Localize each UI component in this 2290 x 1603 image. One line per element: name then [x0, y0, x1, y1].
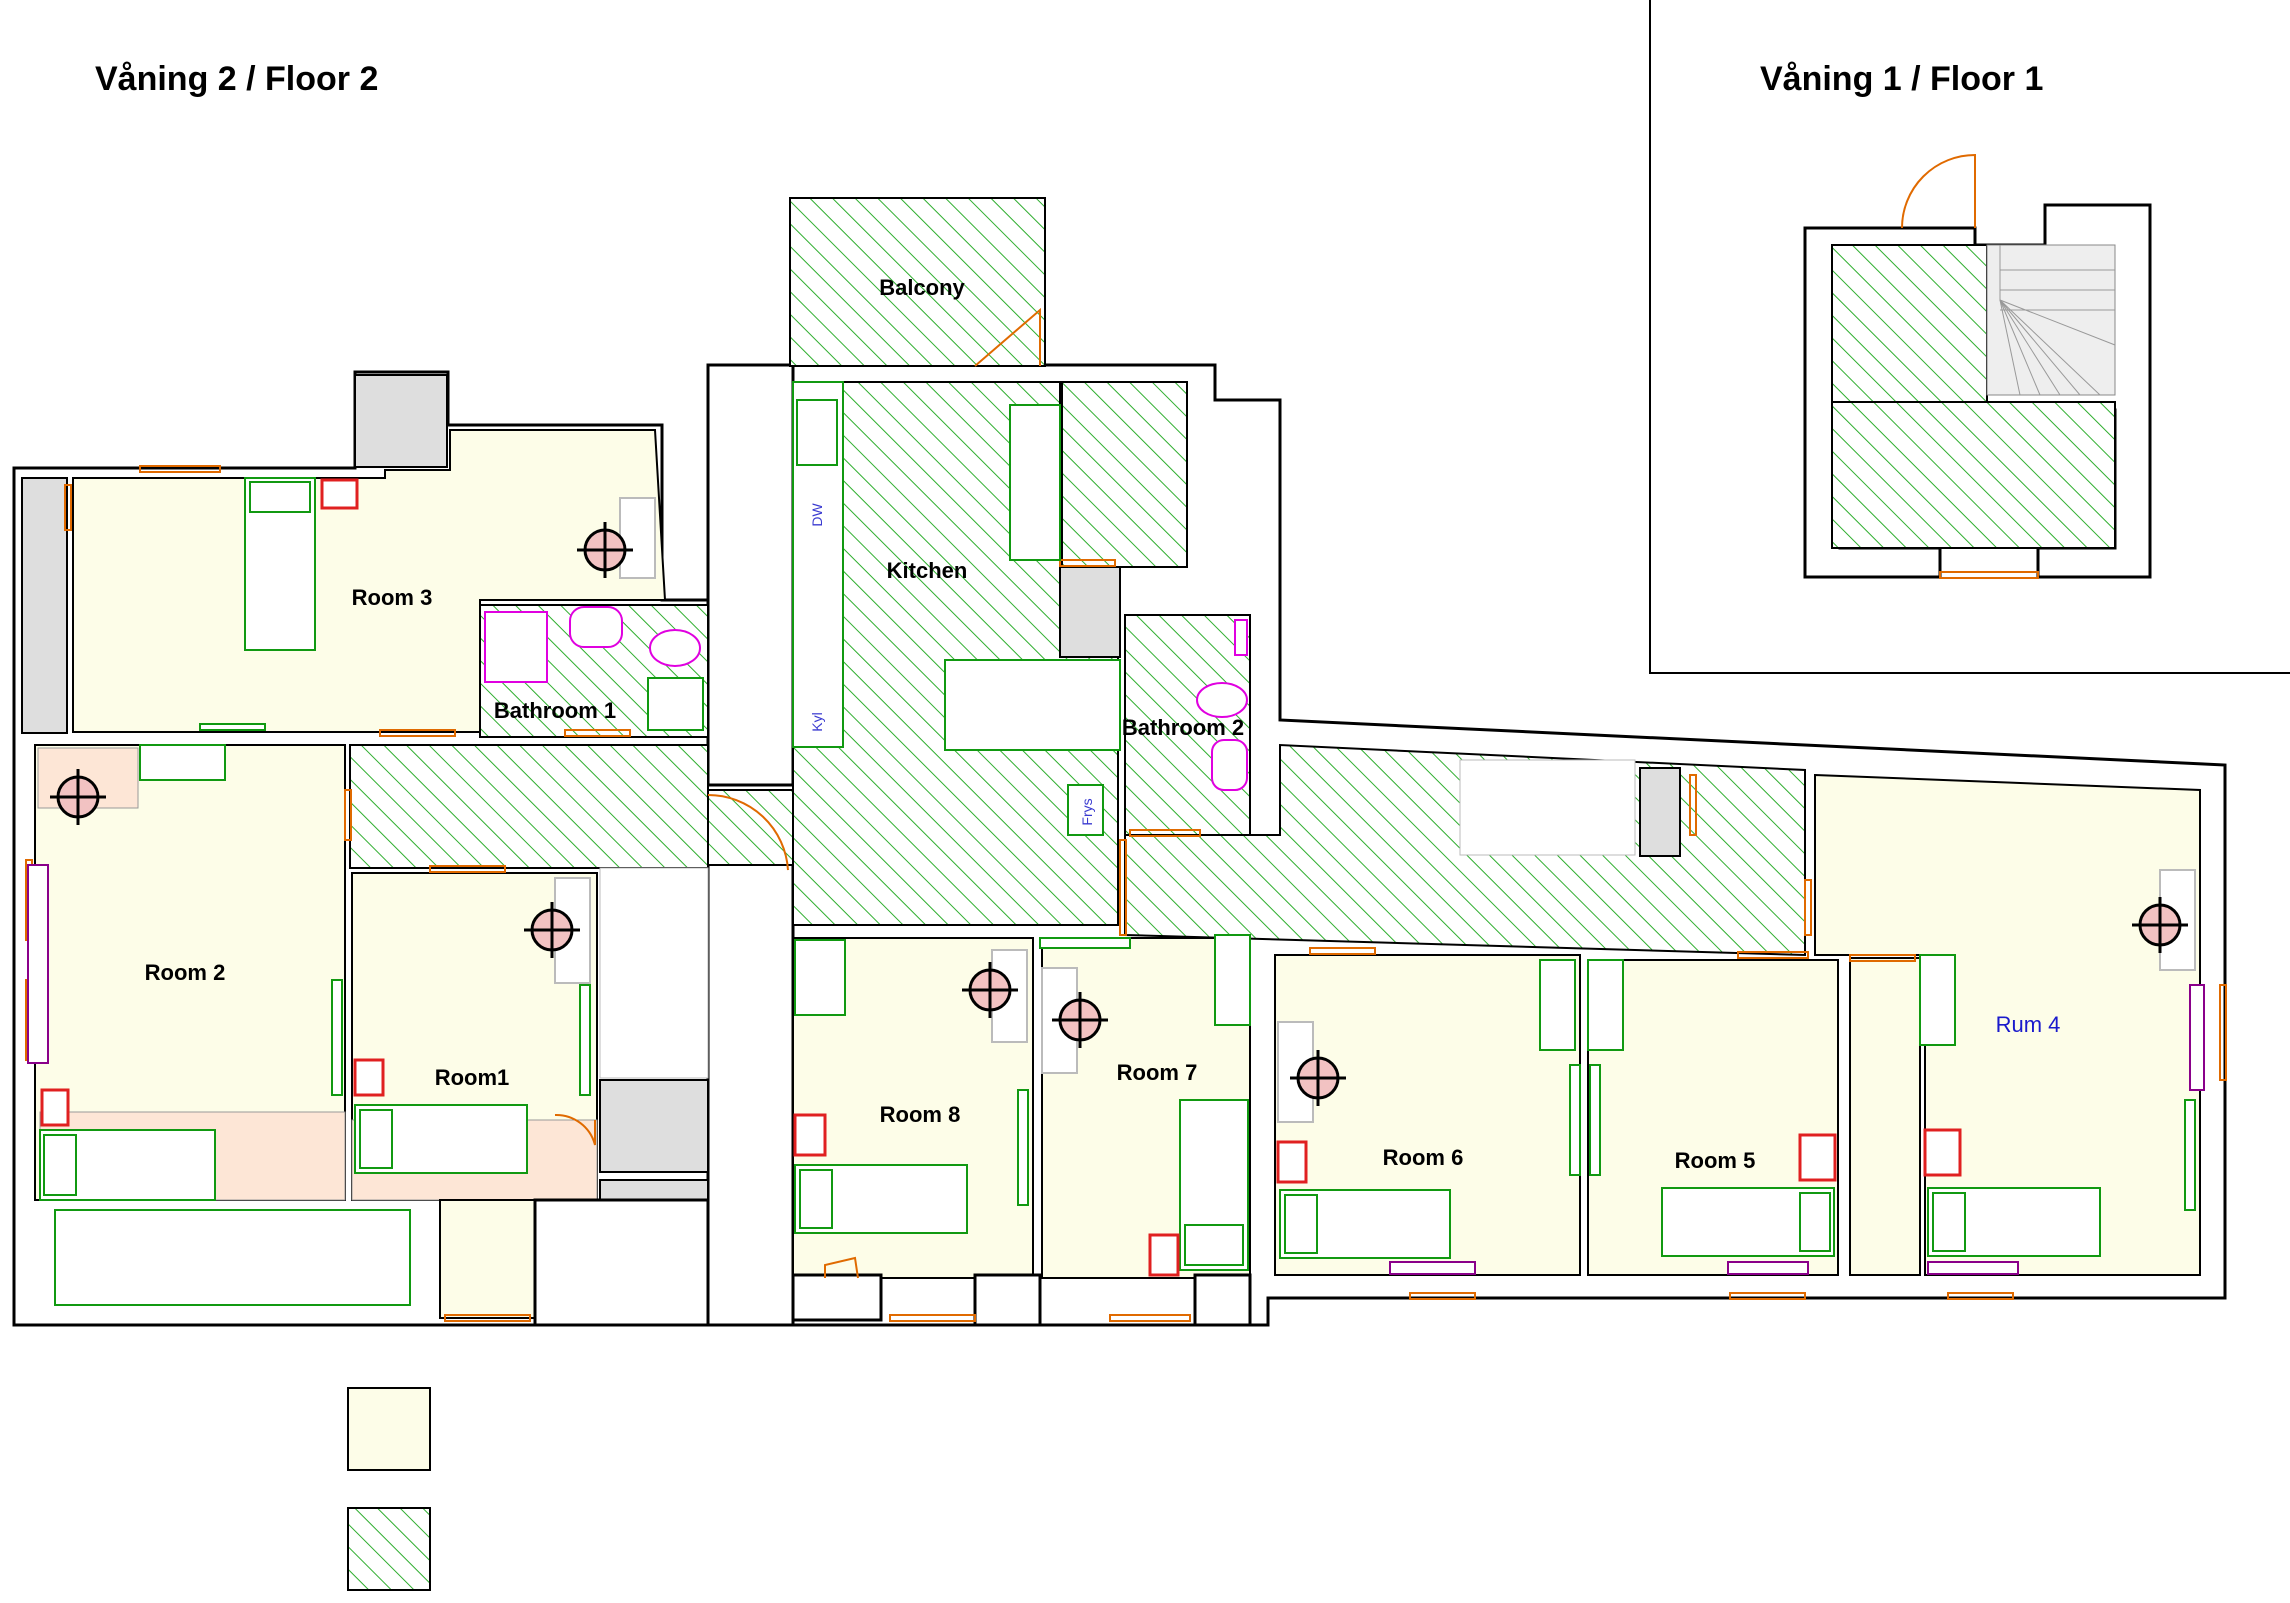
- wardrobes: [139, 723, 2196, 1211]
- balcony-area: [789, 197, 1046, 367]
- room-3-label: Room 3: [352, 585, 433, 610]
- room-6-label: Room 6: [1383, 1145, 1464, 1170]
- bathroom-1-sink-icon: [569, 606, 623, 648]
- bathroom-2-label: Bathroom 2: [1122, 715, 1244, 740]
- chairs: [40, 478, 1962, 1277]
- floor-1-window: [1939, 571, 2039, 579]
- balcony-label: Balcony: [879, 275, 965, 300]
- fridge-label: Kyl: [809, 712, 825, 731]
- room-8-lamp-icon: [962, 962, 1018, 1018]
- room-1-label: Room1: [435, 1065, 510, 1090]
- bathroom-2-sink-icon: [1211, 739, 1248, 791]
- kitchen-door[interactable]: [707, 793, 789, 871]
- rum-4-passage: [1849, 957, 1921, 1276]
- washing-machine-icon: [647, 677, 704, 731]
- kitchen-label: Kitchen: [887, 558, 968, 583]
- hallway-west-door-area: [707, 789, 794, 866]
- bathroom-1-toilet-icon: [649, 629, 701, 667]
- legend-private-swatch: [347, 1387, 431, 1471]
- windows: [25, 465, 2227, 1322]
- floor-1-entrance-door[interactable]: [1901, 153, 1976, 229]
- bathroom-fixtures: [484, 606, 1248, 791]
- room-8-label: Room 8: [880, 1102, 961, 1127]
- doors: [554, 307, 1041, 1279]
- freezer-label: Frys: [1079, 798, 1095, 825]
- room-3-area: [72, 429, 667, 733]
- entry-passage: [439, 1199, 536, 1319]
- kitchen-sink-icon: [796, 399, 838, 466]
- dining-table: [944, 659, 1121, 751]
- room-8-bottom-block: [973, 1273, 1042, 1327]
- room-8-door[interactable]: [824, 1256, 859, 1279]
- room-7-lamp-icon: [1052, 992, 1108, 1048]
- kitchen-island-bench: [1009, 404, 1061, 561]
- room-1-lamp-icon: [524, 902, 580, 958]
- radiators: [27, 864, 2205, 1275]
- bathroom-1-label: Bathroom 1: [494, 698, 616, 723]
- towel-rail-icon: [1234, 619, 1248, 656]
- floor-1-hall-area: [1831, 401, 2116, 549]
- floor-1-title: Våning 1 / Floor 1: [1760, 60, 2043, 98]
- dishwasher-label: DW: [809, 503, 825, 527]
- corridor-wall-block: [706, 858, 795, 1327]
- kitchen-west-wall: [706, 363, 795, 787]
- room-2-label: Room 2: [145, 960, 226, 985]
- rum-4-label: Rum 4: [1996, 1012, 2061, 1037]
- freezer-box: [1067, 784, 1104, 836]
- floor-1-stair-steps: [1999, 245, 2116, 396]
- kitchen-furniture: [792, 381, 1121, 836]
- room-7-bottom-block: [1193, 1273, 1252, 1327]
- beds: [39, 477, 2101, 1306]
- room-2-sofa: [54, 1209, 411, 1306]
- storage-closet: [599, 1079, 709, 1173]
- corridor-light-area: [599, 867, 709, 1079]
- room-7-label: Room 7: [1117, 1060, 1198, 1085]
- bathroom-2-toilet-icon: [1196, 682, 1248, 718]
- balcony-door[interactable]: [974, 307, 1041, 367]
- room-5-label: Room 5: [1675, 1148, 1756, 1173]
- floor-1-building: [1803, 153, 2152, 579]
- room-3-chimney: [354, 374, 448, 468]
- corridor-step: [599, 1179, 709, 1201]
- hallway-east-stair-opening: [1459, 759, 1636, 856]
- room-8-bottom-left-block: [791, 1273, 883, 1322]
- floor-1-entry-area: [1831, 244, 1988, 403]
- bathroom-2-area: [1124, 614, 1251, 836]
- hallway-east-closet: [1639, 767, 1681, 857]
- kitchen-column: [1059, 566, 1121, 658]
- shower-icon: [484, 611, 548, 683]
- stairwell-block: [533, 1198, 710, 1327]
- room-3-wardrobe: [21, 477, 68, 734]
- rum-4-lamp-icon: [2132, 897, 2188, 953]
- room-3-lamp-icon: [577, 522, 633, 578]
- ceiling-lamps: [50, 522, 2188, 1106]
- floor-1-frame: [1649, 0, 2290, 674]
- hallway-west-area: [349, 744, 709, 869]
- room-2-lamp-icon: [50, 769, 106, 825]
- pantry-area: [1061, 381, 1188, 568]
- rum-4-area: [1814, 773, 2201, 1276]
- room-6-lamp-icon: [1290, 1050, 1346, 1106]
- floor-2-title: Våning 2 / Floor 2: [95, 60, 378, 98]
- room-1-door[interactable]: [554, 1113, 596, 1146]
- legend-shared-swatch: [347, 1507, 431, 1591]
